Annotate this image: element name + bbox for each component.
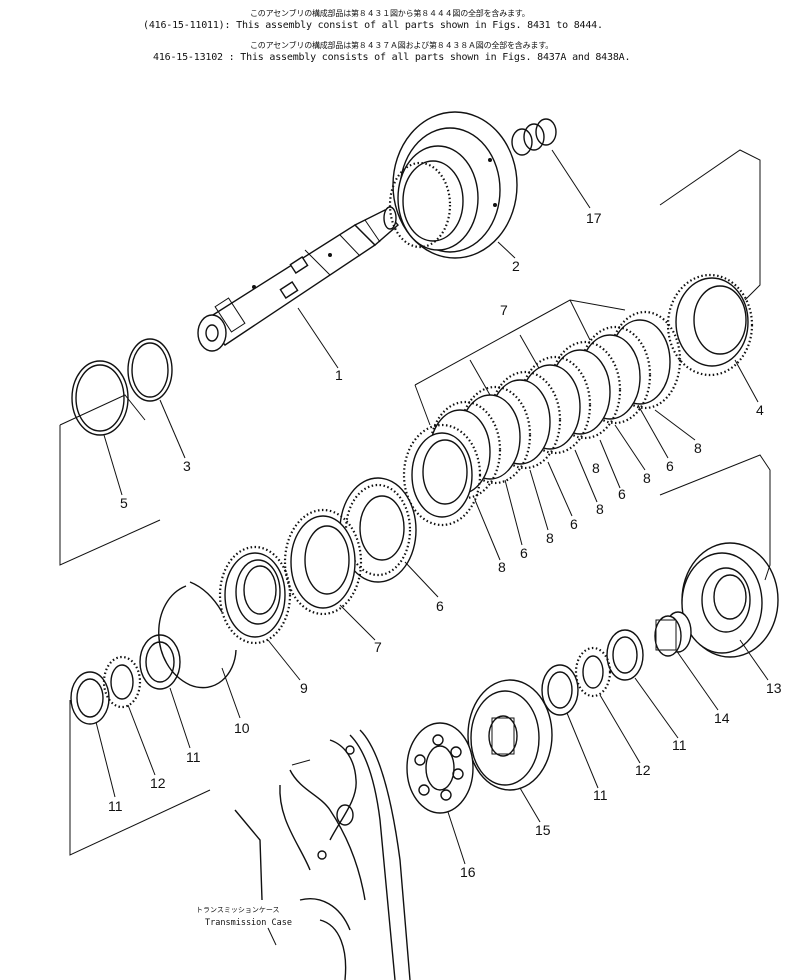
clutch-drum	[388, 111, 518, 259]
callout-6: 6	[520, 545, 528, 561]
callout-7: 7	[374, 639, 382, 655]
snap-ring-3	[127, 338, 173, 402]
transmission-case	[234, 729, 411, 980]
callout-11: 11	[108, 798, 123, 814]
callout-11: 11	[672, 737, 687, 753]
header-jp-line-1: このアセンブリの構成部品は第８４３１図から第８４４４図の全部を含みます。	[250, 9, 530, 18]
callout-6: 6	[618, 486, 626, 502]
thrust-washer-11-b	[70, 671, 110, 725]
gear-13	[681, 542, 779, 658]
roller-bearing	[406, 722, 474, 814]
clutch-pack	[283, 310, 682, 616]
caption-jp: トランスミッションケース	[196, 906, 280, 914]
disc-stack-right	[402, 310, 682, 527]
leader-lines	[95, 149, 769, 946]
callout-10: 10	[234, 720, 250, 736]
callout-3: 3	[183, 458, 191, 474]
callout-8: 8	[592, 460, 600, 476]
snap-ring-10	[158, 585, 237, 689]
callout-6: 6	[436, 598, 444, 614]
header-line-2: 416-15-13102 : This assembly consists of…	[153, 52, 631, 63]
callout-14: 14	[714, 710, 730, 726]
callout-8: 8	[694, 440, 702, 456]
seal-rings	[511, 118, 557, 156]
callout-15: 15	[535, 822, 551, 838]
callout-8: 8	[546, 530, 554, 546]
callout-8: 8	[498, 559, 506, 575]
callout-13: 13	[766, 680, 782, 696]
callout-12: 12	[635, 762, 651, 778]
disc-6-front	[339, 477, 417, 583]
callout-7: 7	[500, 302, 508, 318]
needle-bearing	[654, 611, 692, 657]
snap-ring-5	[71, 360, 129, 436]
thrust-washer-11-d	[541, 664, 579, 716]
callout-11: 11	[593, 787, 608, 803]
callout-8: 8	[596, 501, 604, 517]
shaft	[197, 206, 399, 352]
callout-1: 1	[335, 367, 343, 383]
header-line-1: (416-15-11011): This assembly consist of…	[143, 20, 603, 31]
callout-17: 17	[586, 210, 602, 226]
piston	[218, 545, 292, 645]
callout-2: 2	[512, 258, 520, 274]
callout-6: 6	[570, 516, 578, 532]
callout-5: 5	[120, 495, 128, 511]
thrust-washer-11-a	[139, 634, 181, 690]
caption-en: Transmission Case	[205, 918, 292, 928]
thrust-bearing-12-b	[574, 646, 612, 698]
thrust-washer-11-c	[606, 629, 644, 681]
callout-11: 11	[186, 749, 201, 765]
plate-7-front	[283, 508, 363, 616]
callout-4: 4	[756, 402, 764, 418]
callout-6: 6	[666, 458, 674, 474]
thrust-bearing-12-a	[102, 655, 142, 709]
callout-labels: 1 2 3 4 5 6 6 6 6 6 7 7 8 8 8 8 8 8 9 10…	[108, 210, 782, 880]
header-jp-line-2: このアセンブリの構成部品は第８４３７Ａ図および第８４３８Ａ図の全部を含みます。	[250, 41, 553, 50]
callout-9: 9	[300, 680, 308, 696]
callout-16: 16	[460, 864, 476, 880]
gear-15	[467, 679, 553, 791]
callout-12: 12	[150, 775, 166, 791]
callout-8: 8	[643, 470, 651, 486]
